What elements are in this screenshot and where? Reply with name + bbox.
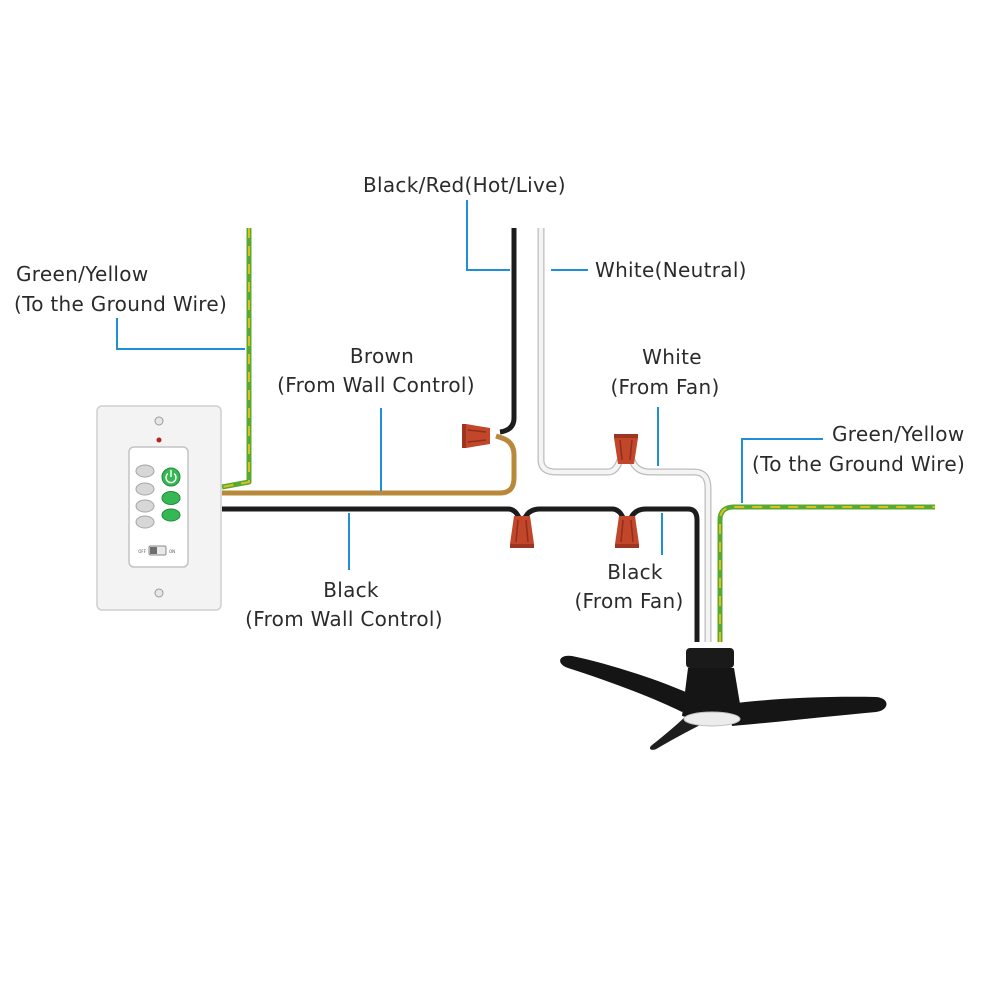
- ground-wire-left: [221, 228, 252, 490]
- fan-motor-housing: [682, 668, 742, 720]
- label-brown-1: Brown: [350, 344, 414, 368]
- fan-blade-right: [728, 696, 887, 726]
- fan-speed-button-3[interactable]: [135, 499, 155, 513]
- wire-nut-hot: [462, 424, 490, 448]
- label-ground-left-1: Green/Yellow: [16, 262, 148, 286]
- wire-nut-black-left: [510, 516, 534, 548]
- hot-live-wire: [499, 228, 517, 435]
- indicator-led: [156, 437, 162, 443]
- fan-downrod-cap: [686, 648, 734, 668]
- label-black-fan-2: (From Fan): [574, 589, 683, 613]
- label-ground-right-1: Green/Yellow: [832, 422, 964, 446]
- control-buttons: [135, 464, 181, 529]
- brown-wire: [222, 433, 517, 496]
- dimmer-button[interactable]: [161, 508, 181, 522]
- wire-nut-neutral: [614, 434, 638, 464]
- neutral-wire: [537, 228, 624, 476]
- leader-hot-live: [466, 200, 510, 271]
- fan-speed-button-1[interactable]: [135, 464, 155, 478]
- label-hot-live: Black/Red(Hot/Live): [363, 173, 566, 197]
- light-button[interactable]: [161, 491, 181, 505]
- fan-mode-button[interactable]: [135, 515, 155, 529]
- wall-control: OFF ON: [96, 405, 222, 611]
- leader-ground-right: [741, 438, 823, 503]
- fan-light-kit: [683, 711, 741, 727]
- plate-screw-bottom: [154, 588, 164, 598]
- ground-wire-right: [717, 504, 935, 642]
- power-icon: [165, 469, 177, 484]
- label-black-wall-1: Black: [323, 578, 379, 602]
- black-wire-fan: [627, 506, 700, 642]
- white-wire-fan: [628, 458, 712, 642]
- black-wire-link: [521, 506, 627, 521]
- label-ground-right-2: (To the Ground Wire): [752, 452, 965, 476]
- label-black-wall-2: (From Wall Control): [245, 607, 443, 631]
- fan-blade-left: [560, 655, 697, 712]
- black-wire-wall: [222, 506, 523, 521]
- switch-off-label: OFF: [138, 549, 146, 554]
- label-white-fan-2: (From Fan): [610, 375, 719, 399]
- label-ground-left-2: (To the Ground Wire): [14, 292, 227, 316]
- label-brown-2: (From Wall Control): [277, 373, 475, 397]
- label-black-fan-1: Black: [607, 560, 663, 584]
- label-white-fan-1: White: [642, 345, 702, 369]
- label-neutral: White(Neutral): [595, 258, 747, 282]
- off-on-switch[interactable]: OFF ON: [138, 545, 175, 556]
- plate-screw-top: [154, 416, 164, 426]
- wire-nut-black-right: [615, 516, 639, 548]
- switch-on-label: ON: [169, 549, 175, 554]
- fan-speed-button-2[interactable]: [135, 482, 155, 496]
- leader-ground-left: [116, 318, 245, 350]
- ceiling-fan: [560, 648, 887, 750]
